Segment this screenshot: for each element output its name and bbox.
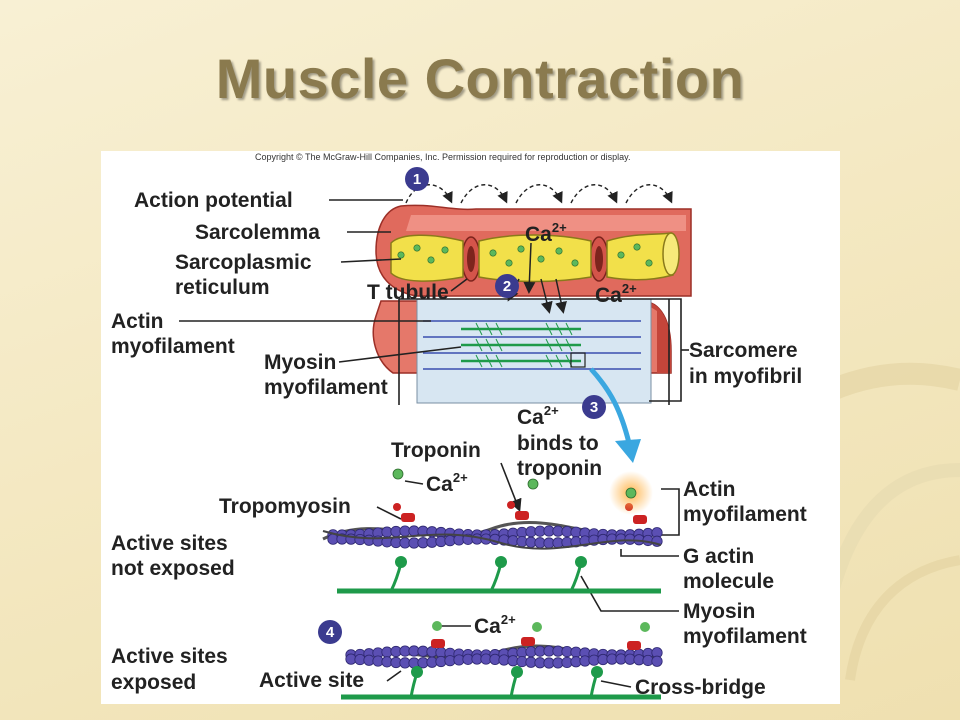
label-g-actin-2: molecule [683,570,774,593]
label-sarcoplasmic-1: Sarcoplasmic [175,251,312,274]
svg-text:2: 2 [503,278,511,295]
svg-text:1: 1 [413,171,421,188]
actin-strand-not-exposed [322,520,663,550]
copyright-text: Copyright © The McGraw-Hill Companies, I… [255,152,630,162]
sarcoplasmic-reticulum [390,232,680,283]
myosin-filament-bottom [341,666,661,700]
label-active-site: Active site [259,669,364,692]
svg-text:3: 3 [590,399,598,416]
g-actin-bead [651,655,663,667]
label-actin-2: myofilament [111,335,235,358]
actin-strand-exposed [345,644,663,669]
label-active-not-1: Active sites [111,532,228,555]
label-myosin-2: myofilament [264,376,388,399]
label-ca-sarcomere: Ca2+ [595,281,637,307]
label-myosin-myo-1: Myosin [683,600,755,623]
action-potential-arrows [405,184,673,204]
muscle-contraction-diagram: Copyright © The McGraw-Hill Companies, I… [111,152,807,700]
label-tropomyosin: Tropomyosin [219,495,351,518]
label-action-potential: Action potential [134,189,293,212]
zoom-arrow [589,367,632,444]
svg-text:4: 4 [326,624,335,641]
label-active-exp-1: Active sites [111,645,228,668]
label-troponin: Troponin [391,439,481,462]
label-t-tubule: T tubule [367,281,449,304]
label-cross-bridge: Cross-bridge [635,676,766,699]
label-ca-troponin: Ca2+ [426,470,468,496]
troponin-complexes-top [392,468,653,524]
label-ca-binds: Ca2+ [517,403,559,429]
label-actin-myo-1: Actin [683,478,736,501]
sarcomere [398,298,682,405]
label-active-not-2: not exposed [111,557,235,580]
label-actin-1: Actin [111,310,164,333]
label-myosin-1: Myosin [264,351,336,374]
label-sarcolemma: Sarcolemma [195,221,320,244]
step-badge-3: 3 [582,395,606,419]
label-myosin-myo-2: myofilament [683,625,807,648]
label-binds-1: binds to [517,432,599,455]
label-binds-2: troponin [517,457,602,480]
step-badge-1: 1 [405,167,429,191]
zoom-arrow-head [615,439,641,463]
myosin-filament-middle [337,556,661,594]
figure-panel: Copyright © The McGraw-Hill Companies, I… [101,151,840,704]
label-sarcomere-1: Sarcomere [689,339,798,362]
label-active-exp-2: exposed [111,671,196,694]
label-sarcomere-2: in myofibril [689,365,802,388]
slide-title: Muscle Contraction [215,47,745,110]
troponin-complexes-bottom [431,621,650,650]
label-ca-top: Ca2+ [525,220,567,246]
step-badge-4: 4 [318,620,342,644]
label-g-actin-1: G actin [683,545,754,568]
label-sarcoplasmic-2: reticulum [175,276,270,299]
label-ca-bottom: Ca2+ [474,612,516,638]
label-actin-myo-2: myofilament [683,503,807,526]
step-badge-2: 2 [495,274,519,298]
